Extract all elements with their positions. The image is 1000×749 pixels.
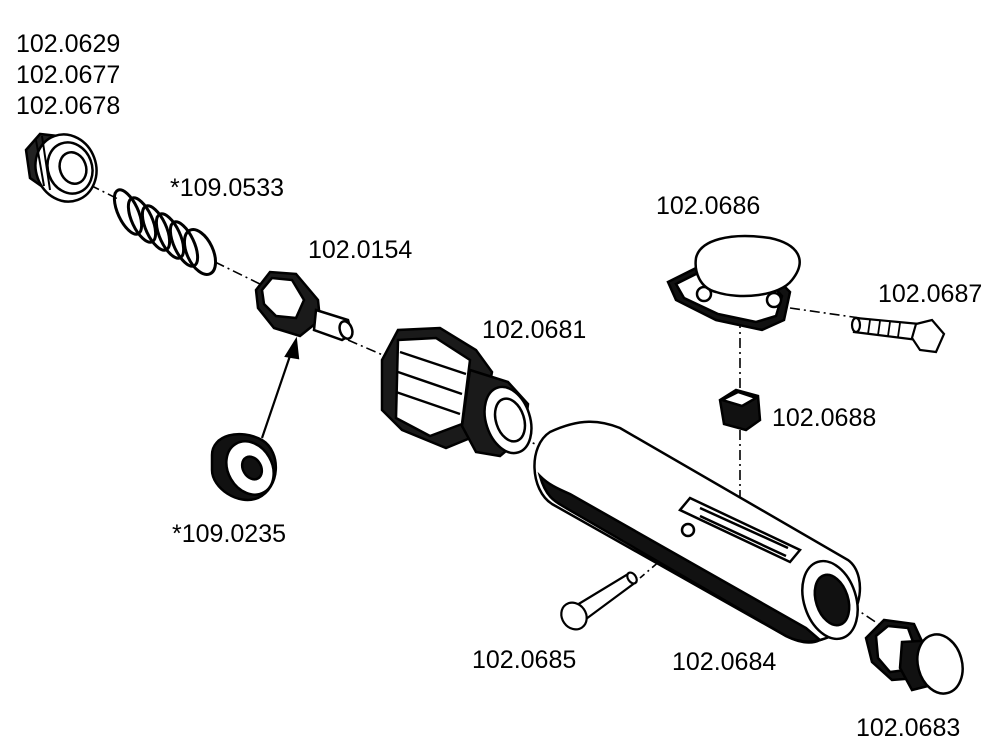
ring-part bbox=[210, 432, 277, 502]
screw-part bbox=[850, 316, 946, 354]
label-cap-top-left-1: 102.0629 bbox=[16, 30, 121, 58]
label-clamp-cover: 102.0686 bbox=[656, 192, 761, 220]
small-block-part bbox=[718, 388, 762, 432]
label-spring: *109.0533 bbox=[170, 174, 285, 202]
label-ring: *109.0235 bbox=[172, 520, 287, 548]
cap-top-left-part bbox=[24, 132, 98, 203]
label-cap-top-left-3: 102.0678 bbox=[16, 92, 121, 120]
nozzle-part bbox=[254, 270, 354, 342]
label-small-block: 102.0688 bbox=[772, 404, 877, 432]
label-pin: 102.0685 bbox=[472, 646, 577, 674]
label-cap-top-left-2: 102.0677 bbox=[16, 61, 121, 89]
barrel-part bbox=[533, 420, 862, 644]
threaded-fitting-part bbox=[380, 326, 533, 458]
label-screw: 102.0687 bbox=[878, 280, 983, 308]
assembly-arrow bbox=[260, 336, 300, 439]
label-threaded-fitting: 102.0681 bbox=[482, 316, 587, 344]
label-nozzle: 102.0154 bbox=[308, 236, 413, 264]
clamp-cover-part bbox=[666, 234, 801, 332]
label-end-cap: 102.0683 bbox=[856, 714, 961, 742]
pin-part bbox=[560, 571, 638, 631]
spring-part bbox=[112, 188, 218, 276]
label-barrel: 102.0684 bbox=[672, 648, 777, 676]
end-cap-part bbox=[864, 618, 964, 695]
